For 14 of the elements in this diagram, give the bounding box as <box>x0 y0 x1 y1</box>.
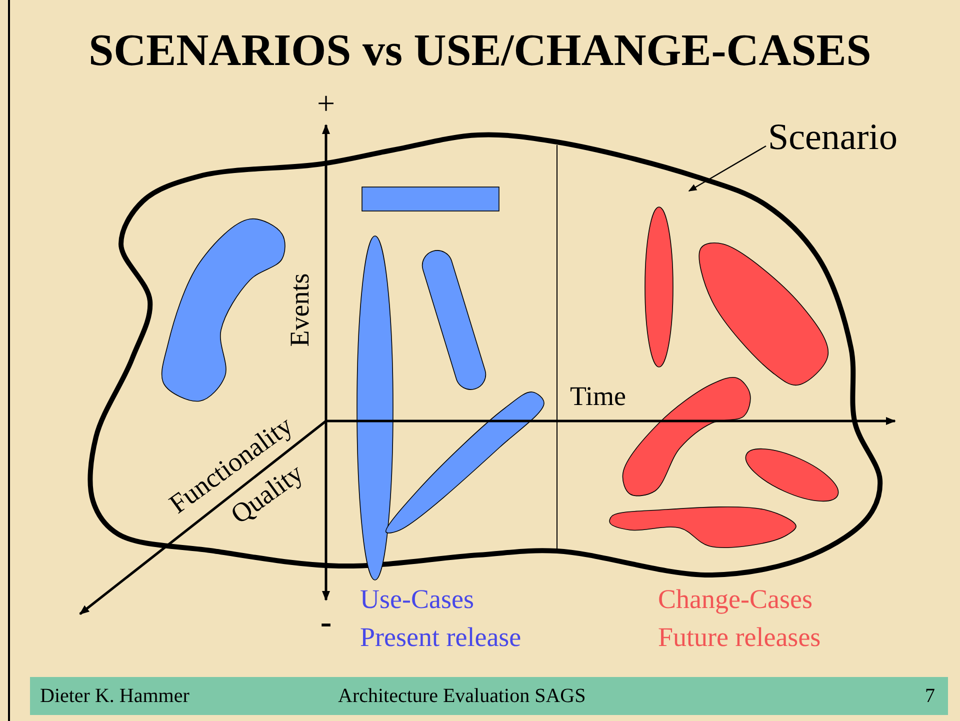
footer-title: Architecture Evaluation SAGS <box>338 686 586 706</box>
leader-arrow <box>688 145 766 192</box>
group-label: Future releases <box>658 624 821 651</box>
axis-label: Time <box>570 383 626 410</box>
group-label: Change-Cases <box>658 586 812 613</box>
footer-author: Dieter K. Hammer <box>40 686 190 706</box>
minus-sign: - <box>320 606 332 640</box>
group-label: Use-Cases <box>360 586 474 613</box>
scenario-label: Scenario <box>768 118 898 158</box>
group-label: Present release <box>360 624 522 651</box>
page-number: 7 <box>925 686 935 706</box>
axis-label: Events <box>286 273 314 347</box>
slide-title: SCENARIOS vs USE/CHANGE-CASES <box>88 28 872 73</box>
plus-sign: + <box>316 87 336 119</box>
